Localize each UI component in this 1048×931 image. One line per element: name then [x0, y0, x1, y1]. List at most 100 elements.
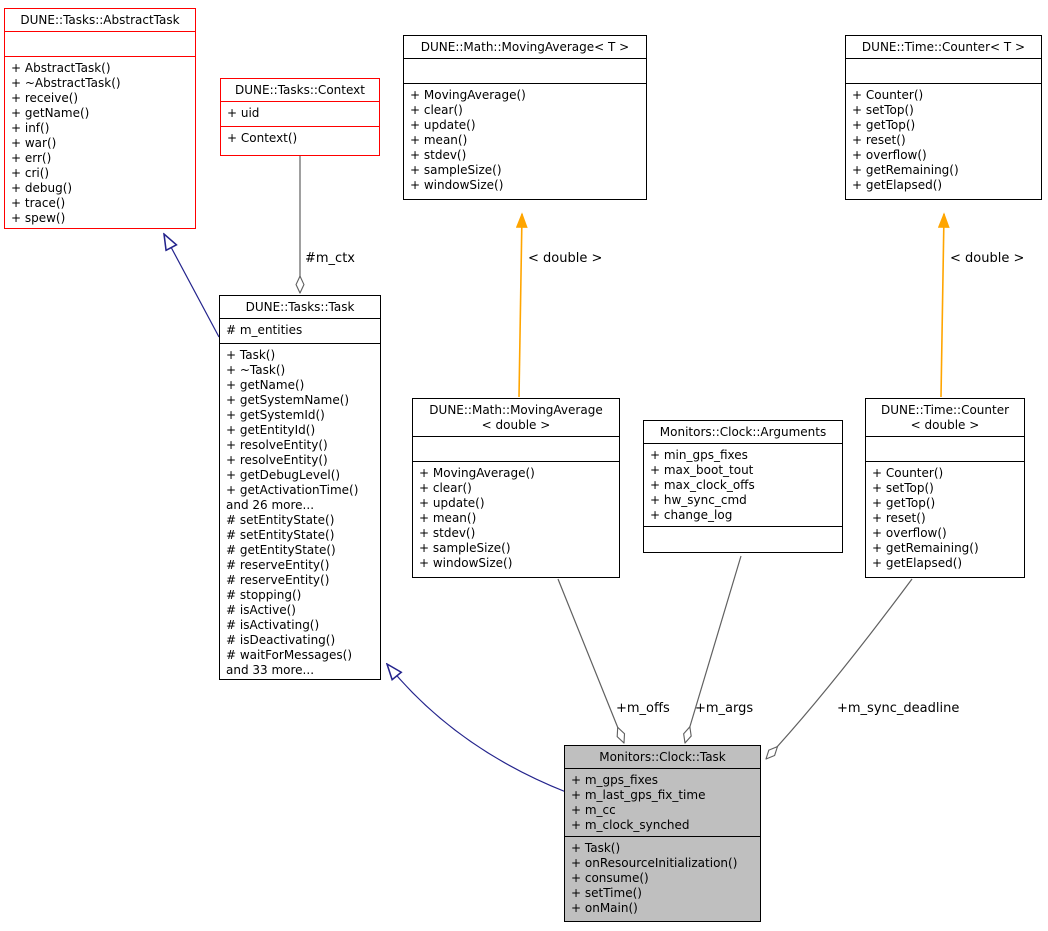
class-title-line: Monitors::Clock::Arguments	[659, 425, 827, 439]
class-methods: + Context()	[221, 126, 379, 155]
class-method-line: + getElapsed()	[872, 556, 963, 570]
class-method-line: + mean()	[419, 511, 477, 525]
class-method-line: # isActive()	[226, 603, 296, 617]
class-attribute-line: + uid	[227, 106, 260, 120]
class-method-line: # waitForMessages()	[226, 648, 353, 662]
class-method-line: # isActivating()	[226, 618, 320, 632]
class-title-line: DUNE::Tasks::Task	[245, 300, 355, 314]
class-title: DUNE::Tasks::Context	[221, 79, 379, 101]
class-method-line: + getRemaining()	[872, 541, 979, 555]
class-attribute-line: + change_log	[650, 508, 733, 522]
class-attribute-line: + max_boot_tout	[650, 463, 754, 477]
class-method-line: + getSystemId()	[226, 408, 325, 422]
class-attributes	[866, 436, 1024, 461]
class-method-line: + Task()	[571, 841, 621, 855]
class-title: Monitors::Clock::Arguments	[644, 421, 842, 443]
class-method-line: + Task()	[226, 348, 276, 362]
class-title-line: DUNE::Time::Counter	[880, 403, 1010, 417]
edge-label-m-offs: +m_offs	[616, 701, 670, 716]
class-box-dune-tasks-task[interactable]: DUNE::Tasks::Task # m_entities + Task()+…	[219, 295, 381, 680]
class-title-line: DUNE::Tasks::Context	[235, 83, 365, 97]
class-box-monitors-clock-arguments[interactable]: Monitors::Clock::Arguments + min_gps_fix…	[643, 420, 843, 553]
class-method-line: + mean()	[410, 133, 468, 147]
class-title-line: Monitors::Clock::Task	[599, 750, 726, 764]
class-method-line: + cri()	[11, 166, 50, 180]
edge-aggregation-arguments-m-args	[685, 555, 742, 743]
class-box-dune-tasks-abstracttask[interactable]: DUNE::Tasks::AbstractTask + AbstractTask…	[4, 8, 196, 229]
class-box-dune-tasks-context[interactable]: DUNE::Tasks::Context + uid + Context()	[220, 78, 380, 156]
class-method-line: + consume()	[571, 871, 649, 885]
class-method-line: # isDeactivating()	[226, 633, 336, 647]
class-attributes: # m_entities	[220, 318, 380, 343]
class-attributes	[846, 58, 1041, 83]
class-attributes: + uid	[221, 101, 379, 126]
class-method-line: + spew()	[11, 211, 66, 225]
class-methods: + Task()+ ~Task()+ getName()+ getSystemN…	[220, 343, 380, 679]
class-method-line: # reserveEntity()	[226, 573, 330, 587]
class-attribute-line: + hw_sync_cmd	[650, 493, 747, 507]
class-attribute-line: + m_cc	[571, 803, 616, 817]
class-title-line: DUNE::Tasks::AbstractTask	[20, 13, 180, 27]
class-box-monitors-clock-task[interactable]: Monitors::Clock::Task + m_gps_fixes+ m_l…	[564, 745, 761, 922]
class-method-line: + getName()	[226, 378, 305, 392]
class-method-line: + getElapsed()	[852, 178, 943, 192]
edge-inheritance-task-to-abstracttask	[164, 234, 220, 338]
class-method-line: + stdev()	[419, 526, 476, 540]
class-method-line: + getTop()	[872, 496, 936, 510]
class-method-line: + getActivationTime()	[226, 483, 359, 497]
class-box-dune-math-movingaverage-double[interactable]: DUNE::Math::MovingAverage< double > + Mo…	[412, 398, 620, 578]
class-method-line: + Counter()	[872, 466, 944, 480]
class-attributes	[5, 31, 195, 56]
class-title: DUNE::Time::Counter< double >	[866, 399, 1024, 436]
class-method-line: + clear()	[419, 481, 472, 495]
edge-label-template-counter: < double >	[950, 251, 1025, 266]
edge-template-movingaverage-double-to-t	[519, 214, 522, 398]
edge-label-m-ctx: #m_ctx	[305, 251, 355, 266]
class-method-line: and 26 more...	[226, 498, 315, 512]
edge-template-counter-double-to-t	[941, 214, 944, 398]
class-method-line: + overflow()	[852, 148, 927, 162]
class-methods: + MovingAverage()+ clear()+ update()+ me…	[413, 461, 619, 577]
class-method-line: + resolveEntity()	[226, 438, 328, 452]
class-method-line: + onMain()	[571, 901, 638, 915]
class-method-line: + windowSize()	[410, 178, 504, 192]
class-method-line: + reset()	[872, 511, 926, 525]
class-title: DUNE::Tasks::AbstractTask	[5, 9, 195, 31]
class-method-line: + inf()	[11, 121, 50, 135]
class-title-line: < double >	[910, 418, 980, 432]
class-method-line: + sampleSize()	[419, 541, 511, 555]
class-title-line: DUNE::Time::Counter< T >	[861, 40, 1026, 54]
class-attributes	[413, 436, 619, 461]
class-title: DUNE::Tasks::Task	[220, 296, 380, 318]
class-box-dune-time-counter-t[interactable]: DUNE::Time::Counter< T > + Counter()+ se…	[845, 35, 1042, 200]
class-method-line: + MovingAverage()	[419, 466, 535, 480]
class-method-line: + getEntityId()	[226, 423, 316, 437]
edge-aggregation-counter-m-sync-deadline	[766, 578, 913, 759]
class-method-line: + getRemaining()	[852, 163, 959, 177]
class-title: DUNE::Math::MovingAverage< T >	[404, 36, 646, 58]
edge-label-m-args: +m_args	[695, 701, 754, 716]
class-method-line: + getDebugLevel()	[226, 468, 341, 482]
class-method-line: + ~Task()	[226, 363, 286, 377]
class-method-line: + setTop()	[872, 481, 934, 495]
class-method-line: + AbstractTask()	[11, 61, 111, 75]
class-attributes: + min_gps_fixes+ max_boot_tout+ max_cloc…	[644, 443, 842, 526]
class-box-dune-time-counter-double[interactable]: DUNE::Time::Counter< double > + Counter(…	[865, 398, 1025, 578]
class-method-line: # getEntityState()	[226, 543, 336, 557]
class-title: DUNE::Time::Counter< T >	[846, 36, 1041, 58]
class-method-line: + update()	[410, 118, 476, 132]
class-title-line: DUNE::Math::MovingAverage	[429, 403, 603, 417]
class-attributes	[404, 58, 646, 83]
class-method-line: # reserveEntity()	[226, 558, 330, 572]
class-methods: + MovingAverage()+ clear()+ update()+ me…	[404, 83, 646, 199]
class-method-line: + resolveEntity()	[226, 453, 328, 467]
class-attributes: + m_gps_fixes+ m_last_gps_fix_time+ m_cc…	[565, 768, 760, 836]
class-method-line: # stopping()	[226, 588, 302, 602]
class-box-dune-math-movingaverage-t[interactable]: DUNE::Math::MovingAverage< T > + MovingA…	[403, 35, 647, 200]
class-method-line: + MovingAverage()	[410, 88, 526, 102]
class-attribute-line: + m_gps_fixes	[571, 773, 658, 787]
class-methods	[644, 526, 842, 552]
class-title: Monitors::Clock::Task	[565, 746, 760, 768]
class-method-line: + getSystemName()	[226, 393, 350, 407]
